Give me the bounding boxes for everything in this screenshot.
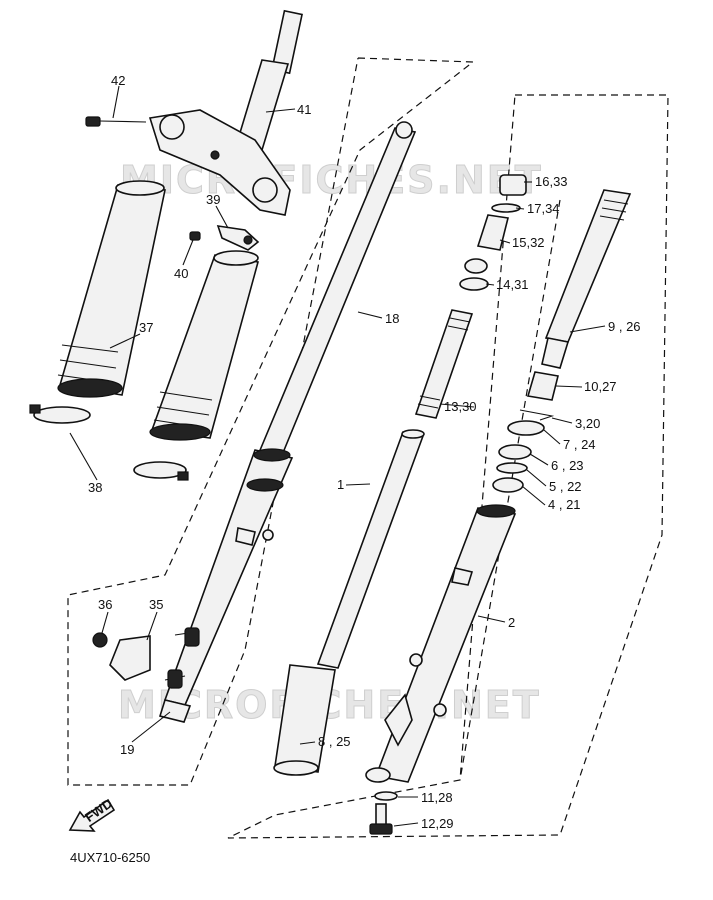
oil-seal-6 (498, 444, 532, 460)
label-35: 35 (149, 597, 163, 612)
label-38: 38 (88, 480, 102, 495)
label-42: 42 (111, 73, 125, 88)
spacer-15 (476, 214, 509, 251)
label-36: 36 (98, 597, 112, 612)
steering-stem (148, 9, 303, 216)
label-11-28: 11,28 (421, 790, 453, 805)
label-4-21: 4 , 21 (548, 497, 581, 512)
clamp-39 (216, 225, 260, 251)
outer-tube-right (365, 504, 517, 783)
fork-boot-right (149, 250, 260, 441)
screw-40 (189, 231, 201, 241)
axle-holder-19 (158, 699, 192, 723)
leader-lines (69, 85, 606, 827)
label-7-24: 7 , 24 (563, 437, 596, 452)
label-37: 37 (139, 320, 153, 335)
label-3-20: 3,20 (575, 416, 600, 431)
diagram-code: 4UX710-6250 (70, 850, 150, 865)
slide-metal-4 (492, 477, 524, 493)
label-5-22: 5 , 22 (549, 479, 582, 494)
label-2: 2 (508, 615, 515, 630)
fork-boot-left (57, 180, 166, 398)
fork-spring (414, 309, 474, 419)
label-17-34: 17,34 (527, 201, 560, 216)
o-ring-17 (491, 203, 521, 213)
washer-11 (374, 791, 398, 801)
label-13-30: 13,30 (444, 399, 477, 414)
bolt-12 (369, 803, 393, 835)
dust-seal-7 (507, 420, 545, 436)
inner-tube (316, 429, 425, 669)
label-39: 39 (206, 192, 220, 207)
label-18: 18 (385, 311, 399, 326)
label-41: 41 (297, 102, 311, 117)
cap-bolt-16 (499, 174, 527, 196)
boot-band-lower (133, 461, 189, 481)
nut-36 (92, 632, 108, 648)
caliper-bracket-35 (109, 627, 200, 689)
washer-14 (459, 258, 489, 291)
label-6-23: 6 , 23 (551, 458, 584, 473)
boot-band-upper (29, 404, 91, 424)
label-8-25: 8 , 25 (318, 734, 351, 749)
oil-lock-piece (526, 371, 559, 401)
forward-arrow: FWD (68, 796, 116, 832)
clip-3 (519, 409, 555, 421)
washer-5 (496, 462, 528, 474)
label-12-29: 12,29 (421, 816, 454, 831)
label-15-32: 15,32 (512, 235, 545, 250)
label-10-27: 10,27 (584, 379, 617, 394)
watermark-top: MICROFICHES.NET (120, 158, 543, 202)
dashed-enclosure-left (67, 57, 475, 786)
bolt-42 (85, 116, 147, 127)
label-40: 40 (174, 266, 188, 281)
slide-metal (273, 664, 336, 776)
label-1: 1 (337, 477, 344, 492)
damper-rod (541, 189, 632, 369)
label-19: 19 (120, 742, 134, 757)
label-14-31: 14,31 (496, 277, 529, 292)
label-16-33: 16,33 (535, 174, 568, 189)
label-9-26: 9 , 26 (608, 319, 641, 334)
